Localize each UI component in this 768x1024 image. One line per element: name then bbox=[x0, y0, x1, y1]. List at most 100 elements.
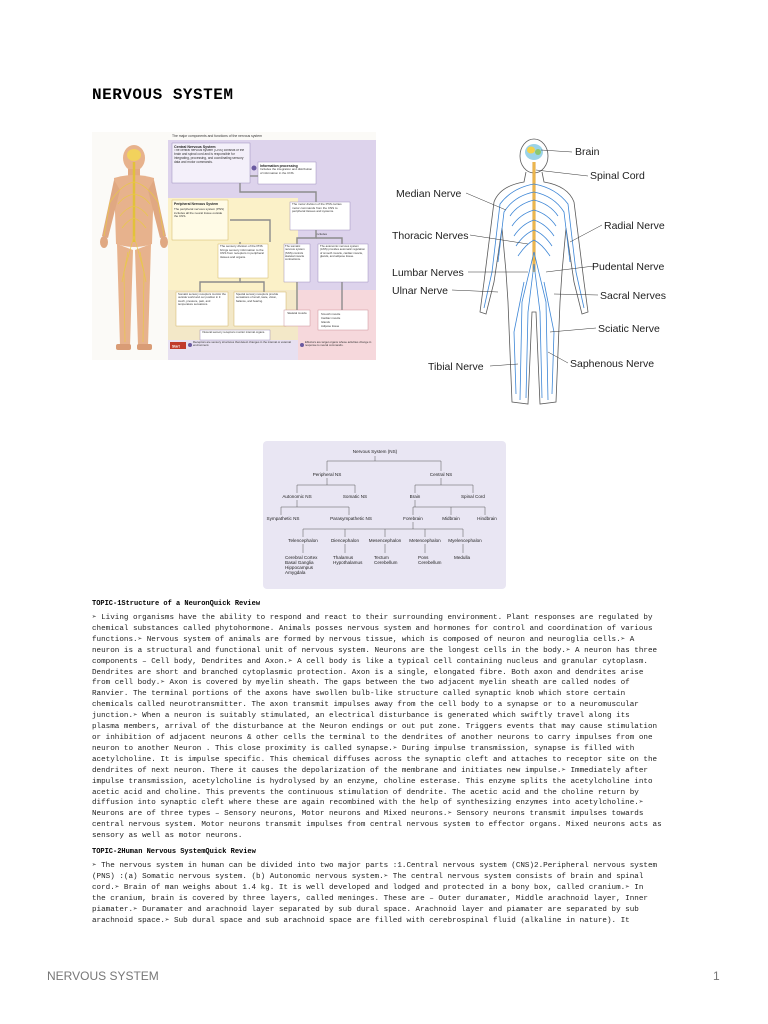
tree-leaf: Amygdala bbox=[285, 570, 306, 575]
tree-node: Nervous System (NS) bbox=[353, 449, 398, 454]
tree-leaf: Hippocampus bbox=[285, 565, 314, 570]
tree-node: Forebrain bbox=[403, 516, 423, 521]
text-line: piamater.➢ Duramater and arachnoid layer… bbox=[92, 905, 639, 914]
text-line: functions.➢ Nervous system of animals ar… bbox=[92, 635, 635, 644]
motor-division-text: The motor division of the PNS carries mo… bbox=[292, 203, 342, 214]
text-line: plasma members, arrival of the disturban… bbox=[92, 723, 658, 732]
effectors-note: Effectors are target organs whose activi… bbox=[305, 341, 372, 348]
page-number: 1 bbox=[713, 969, 720, 983]
text-line: chemical substances called phytohormone.… bbox=[92, 624, 653, 633]
tree-node: Midbrain bbox=[442, 516, 460, 521]
somatic-receptors-text: Somatic sensory receptors monitor the ou… bbox=[178, 293, 226, 306]
text-line: sensory as well as motor neurons. bbox=[92, 832, 243, 841]
start-label: Start bbox=[172, 345, 181, 349]
human-body-illustration bbox=[100, 145, 168, 350]
somatic-ns-text: The somatic nervous system (SNS) control… bbox=[285, 245, 305, 262]
topic1-body: ➢ Living organisms have the ability to r… bbox=[92, 613, 676, 842]
cns-text: The central nervous system (CNS) consist… bbox=[174, 149, 245, 164]
cns-heading: Central Nervous System bbox=[174, 145, 216, 149]
tree-leaf: Tectum bbox=[374, 555, 389, 560]
tree-leaf: Thalamus bbox=[333, 555, 354, 560]
nerve-label: Tibial Nerve bbox=[428, 361, 484, 373]
text-line: ➢ Living organisms have the ability to r… bbox=[92, 614, 653, 622]
tree-node: Hindbrain bbox=[477, 516, 497, 521]
text-line: impulse transmission, acetylcholine is h… bbox=[92, 777, 653, 786]
text-line: chemicals called neurotransmitter. The a… bbox=[92, 701, 639, 710]
tree-node: Mesencephalon bbox=[369, 538, 402, 543]
tree-node: Somatic NS bbox=[343, 494, 367, 499]
special-receptors-text: Special sensory receptors provide sensat… bbox=[236, 293, 279, 303]
text-line: arachnoid space.➢ Sub dural space and su… bbox=[92, 916, 630, 925]
text-line: neuron to another Neuron . This close pr… bbox=[92, 744, 635, 753]
pns-text: The peripheral nervous system (PNS) incl… bbox=[174, 208, 225, 219]
nervous-system-components-figure: The major components and functions of th… bbox=[92, 132, 376, 360]
tree-leaf: Hypothalamus bbox=[333, 560, 363, 565]
text-line: neuron is a structural and functional un… bbox=[92, 646, 658, 655]
text-line: from cell body.➢ Axon is covered by myel… bbox=[92, 679, 630, 688]
effector-item: Cardiac muscle bbox=[321, 316, 341, 320]
skeletal-muscle-text: Skeletal muscle bbox=[287, 312, 307, 315]
tree-node: Spinal Cord bbox=[461, 494, 485, 499]
tree-node: Telencephalon bbox=[288, 538, 318, 543]
text-line: central nervous system. Motor neurons tr… bbox=[92, 821, 662, 830]
nerve-label: Lumbar Nerves bbox=[392, 267, 464, 279]
pns-heading: Peripheral Nervous System bbox=[174, 202, 218, 206]
tree-node: Autonomic NS bbox=[282, 494, 311, 499]
tree-leaf: Cerebellum bbox=[418, 560, 442, 565]
nerve-label: Brain bbox=[575, 146, 600, 158]
nerve-label: Saphenous Nerve bbox=[570, 358, 654, 370]
visceral-receptors-text: Visceral sensory receptors monitor inter… bbox=[202, 331, 266, 334]
nerve-label: Ulnar Nerve bbox=[392, 285, 448, 297]
text-line: Neurons are of three types – Sensory neu… bbox=[92, 810, 644, 819]
text-line: Dendrites are short and branched cytopla… bbox=[92, 668, 644, 677]
topic2-heading: TOPIC-2Human Nervous SystemQuick Review bbox=[92, 848, 256, 856]
topic2-body: ➢ The nervous system in human can be div… bbox=[92, 861, 676, 926]
nerve-label: Spinal Cord bbox=[590, 170, 645, 182]
tree-node: Sympathetic NS bbox=[267, 516, 300, 521]
effector-item: Smooth muscle bbox=[321, 312, 341, 316]
includes-label: includes bbox=[316, 232, 328, 236]
text-line: the cranium, brain is covered by three l… bbox=[92, 894, 648, 903]
nervous-system-tree-figure: Nervous System (NS) Peripheral NS Centra… bbox=[263, 441, 506, 589]
nerve-label: Median Nerve bbox=[396, 188, 462, 200]
sensory-division-text: The sensory division of the PNS brings s… bbox=[220, 245, 264, 259]
text-line: Ranvier. The terminal portions of the ax… bbox=[92, 690, 626, 699]
text-line: diffusion into synaptic cleft where thes… bbox=[92, 799, 644, 808]
tree-node: Brain bbox=[410, 494, 421, 499]
tree-node: Myelencephalon bbox=[448, 538, 482, 543]
nerve-label: Sacral Nerves bbox=[600, 290, 666, 302]
tree-leaf: Basal Ganglia bbox=[285, 560, 314, 565]
tree-node: Diencephalon bbox=[331, 538, 360, 543]
nerve-label: Thoracic Nerves bbox=[392, 230, 468, 242]
effector-item: Adipose tissue bbox=[321, 324, 340, 328]
topic1-heading: TOPIC-1Structure of a NeuronQuick Review bbox=[92, 600, 261, 608]
body-nerves-figure: Brain Spinal Cord Median Nerve Radial Ne… bbox=[388, 132, 676, 416]
text-line: ➢ The nervous system in human can be div… bbox=[92, 862, 658, 870]
text-line: cord.➢ Brain of man weighs about 1.4 kg.… bbox=[92, 883, 644, 892]
receptors-note: Receptors are sensory structures that de… bbox=[193, 341, 291, 348]
tree-node: Central NS bbox=[430, 472, 452, 477]
tree-node: Metencephalon bbox=[409, 538, 441, 543]
text-line: acetic acid and choline. This prevents t… bbox=[92, 788, 639, 797]
nerve-label: Sciatic Nerve bbox=[598, 323, 660, 335]
tree-leaf: Pons bbox=[418, 555, 429, 560]
text-line: components – Cell body, Dendrites and Ax… bbox=[92, 657, 648, 666]
tree-leaf: Cerebral Cortex bbox=[285, 555, 318, 560]
tree-leaf: Cerebellum bbox=[374, 560, 398, 565]
effector-item: Glands bbox=[321, 320, 330, 324]
text-line: (PNS) :(a) Somatic nervous system. (b) A… bbox=[92, 872, 644, 881]
autonomic-ns-text: The autonomic nervous system (ANS) provi… bbox=[320, 245, 365, 258]
text-line: acetylcholine. It is impulse specific. T… bbox=[92, 755, 658, 764]
text-line: junction.➢ When a neuron is suitably sti… bbox=[92, 712, 630, 721]
tree-node: Peripheral NS bbox=[313, 472, 342, 477]
text-line: dendrites of next neuron. There it cause… bbox=[92, 766, 648, 775]
page-title: NERVOUS SYSTEM bbox=[92, 86, 234, 104]
info-heading: Information processing bbox=[260, 164, 298, 168]
footer-title: NERVOUS SYSTEM bbox=[47, 969, 159, 983]
text-line: or inhibition of adjacent neurons & othe… bbox=[92, 733, 653, 742]
info-text: Includes the integration and distributio… bbox=[260, 168, 313, 175]
figure-caption: The major components and functions of th… bbox=[172, 134, 262, 138]
nerve-label: Radial Nerve bbox=[604, 220, 665, 232]
tree-leaf: Medulla bbox=[454, 555, 471, 560]
tree-node: Parasympathetic NS bbox=[330, 516, 372, 521]
